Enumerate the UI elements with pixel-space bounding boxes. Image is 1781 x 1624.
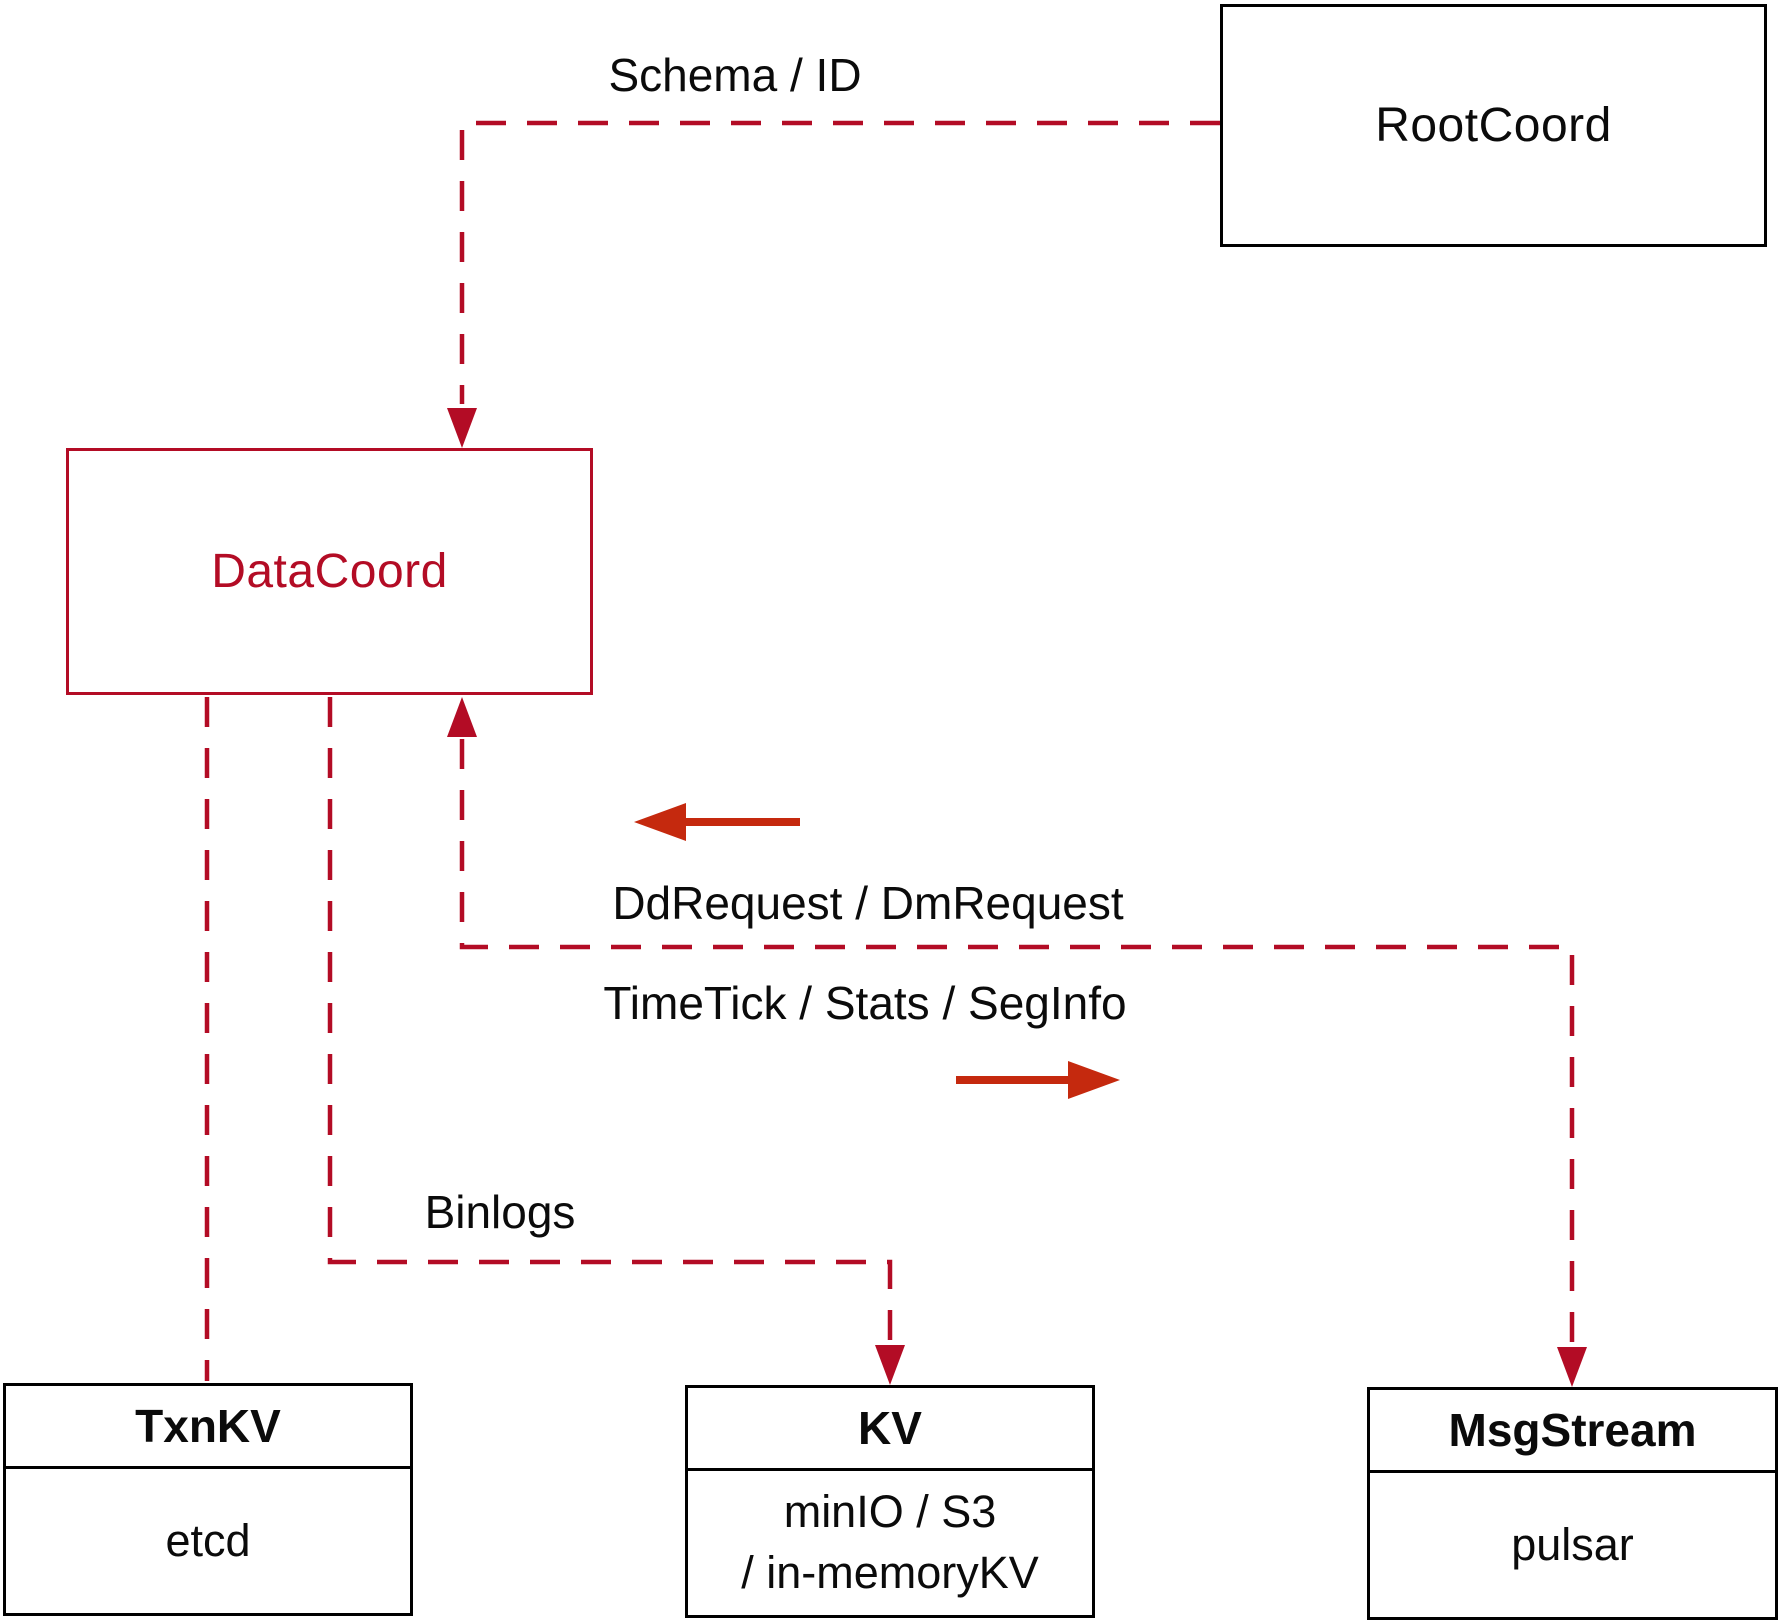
kv-body-line2: / in-memoryKV bbox=[741, 1547, 1039, 1598]
msgstream-title: MsgStream bbox=[1370, 1390, 1775, 1473]
edge-schema-id-arrowhead-down-icon bbox=[447, 408, 477, 448]
direction-arrow-right-icon bbox=[956, 1061, 1120, 1099]
txnkv-body-label: etcd bbox=[165, 1514, 251, 1566]
node-kv: KV minIO / S3 / in-memoryKV bbox=[685, 1385, 1095, 1618]
edge-label-dd-dm-request: DdRequest / DmRequest bbox=[612, 877, 1124, 929]
node-datacoord: DataCoord bbox=[66, 448, 593, 695]
datacoord-label: DataCoord bbox=[211, 545, 448, 598]
edge-binlogs-arrowhead-down-icon bbox=[875, 1345, 905, 1385]
msgstream-body-label: pulsar bbox=[1511, 1518, 1634, 1570]
edge-pulsar-datacoord-path bbox=[459, 739, 1575, 1343]
kv-title: KV bbox=[688, 1388, 1092, 1471]
node-msgstream: MsgStream pulsar bbox=[1367, 1387, 1778, 1620]
node-txnkv: TxnKV etcd bbox=[3, 1383, 413, 1616]
direction-arrow-left-icon bbox=[634, 803, 800, 841]
edge-label-schema-id: Schema / ID bbox=[608, 49, 862, 101]
edge-schema-id-path bbox=[459, 120, 1220, 404]
edge-pulsar-datacoord-arrowhead-up-icon bbox=[447, 697, 477, 737]
edge-binlogs-path bbox=[327, 697, 893, 1341]
edge-label-timetick-stats-seginfo: TimeTick / Stats / SegInfo bbox=[603, 977, 1127, 1029]
rootcoord-label: RootCoord bbox=[1375, 99, 1612, 152]
node-rootcoord: RootCoord bbox=[1220, 4, 1767, 247]
edge-msgstream-arrowhead-down-icon bbox=[1557, 1347, 1587, 1387]
txnkv-title: TxnKV bbox=[6, 1386, 410, 1469]
kv-body-line1: minIO / S3 bbox=[783, 1486, 997, 1538]
edge-label-binlogs: Binlogs bbox=[424, 1186, 576, 1238]
